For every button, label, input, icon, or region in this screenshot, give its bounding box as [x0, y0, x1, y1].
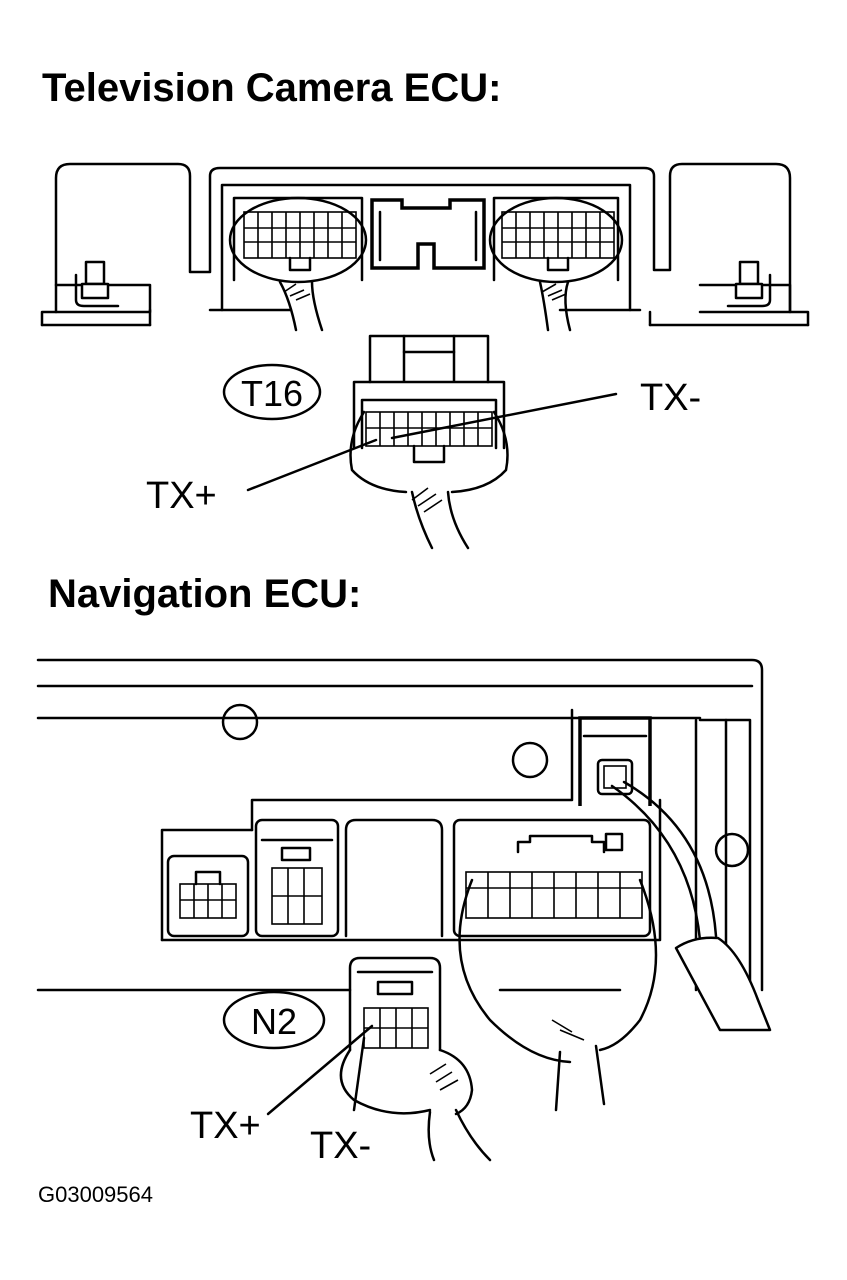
- n2-code-label: N2: [251, 1001, 297, 1042]
- television-camera-ecu-heading: Television Camera ECU:: [42, 66, 502, 110]
- n2-harness-connector: [266, 956, 492, 1162]
- t16-code-bubble: T16: [222, 363, 322, 421]
- t16-tx-minus-label: TX-: [640, 377, 701, 419]
- n2-tx-plus-label: TX+: [190, 1105, 261, 1147]
- t16-harness-connector: [246, 334, 618, 550]
- figure-code: G03009564: [38, 1182, 153, 1207]
- navigation-ecu-wiring: [458, 780, 772, 1112]
- television-camera-ecu-unit: [40, 162, 810, 332]
- n2-code-bubble: N2: [222, 990, 326, 1050]
- t16-code-label: T16: [241, 373, 303, 414]
- t16-tx-plus-label: TX+: [146, 475, 217, 517]
- navigation-ecu-unit: [36, 658, 764, 992]
- n2-tx-minus-label: TX-: [310, 1125, 371, 1167]
- navigation-ecu-heading: Navigation ECU:: [48, 572, 362, 616]
